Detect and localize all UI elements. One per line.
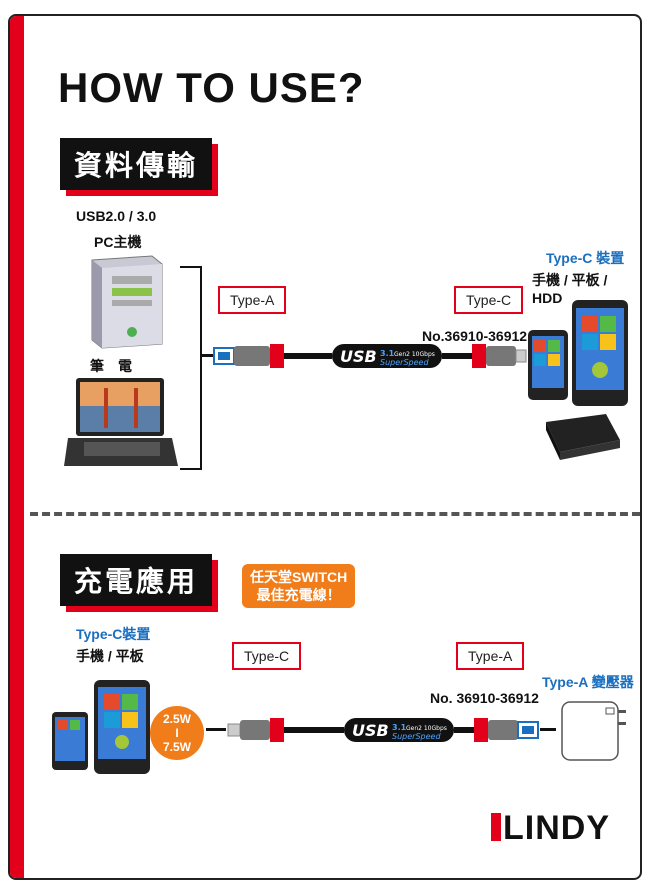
charge-type-a-label: Type-A <box>456 642 525 670</box>
bracket-connector <box>200 354 218 357</box>
switch-badge: 任天堂SWITCH 最佳充電線！ <box>242 564 356 608</box>
charge-usb-cable: USB 3.1 Gen2 10Gbps SuperSpeed <box>206 718 556 742</box>
type-c-label: Type-C <box>454 286 524 314</box>
page-title: HOW TO USE? <box>58 64 365 111</box>
charge-model-number: No. 36910-36912 <box>430 690 539 706</box>
charge-cable-gen: Gen2 10Gbps <box>406 725 447 732</box>
model-number: No.36910-36912 <box>422 328 528 344</box>
charge-device-subtitle: 手機 / 平板 <box>76 648 144 664</box>
lindy-text: LINDY <box>503 809 610 847</box>
usb-cable: USB 3.1 Gen2 10Gbps SuperSpeed <box>213 344 527 368</box>
switch-badge-line1: 任天堂SWITCH <box>250 569 348 585</box>
pc-tower-icon <box>91 255 163 349</box>
charge-cable-usb-text: USB <box>352 721 389 740</box>
cable-version: 3.1 <box>380 349 395 358</box>
section-banner-charging: 充電應用 <box>60 554 213 606</box>
switch-badge-line2: 最佳充電線！ <box>256 587 341 603</box>
cable-usb-text: USB <box>340 347 377 366</box>
source-bracket <box>180 266 202 470</box>
host-label: USB2.0 / 3.0 <box>76 208 157 224</box>
power-sep: I <box>175 726 179 740</box>
section-banner-data-transfer: 資料傳輸 <box>60 138 213 190</box>
red-side-bar <box>10 16 24 878</box>
charge-cable-version: 3.1 <box>392 723 407 732</box>
device-subtitle: 手機 / 平板 / HDD <box>532 272 608 306</box>
pc-label: PC主機 <box>94 234 142 250</box>
lindy-logo: LINDY <box>491 809 610 848</box>
adapter-label: Type-A 變壓器 <box>542 674 634 690</box>
cable-gen: Gen2 10Gbps <box>394 351 435 358</box>
page-frame: HOW TO USE? 資料傳輸 USB2.0 / 3.0 PC主機 筆 電 T… <box>8 14 642 880</box>
device-title: Type-C 裝置 <box>546 250 625 266</box>
laptop-icon <box>64 378 178 466</box>
charge-type-c-label: Type-C <box>232 642 302 670</box>
adapter-icon <box>561 701 626 761</box>
section-divider <box>30 512 640 516</box>
charge-cable-speed: SuperSpeed <box>392 732 441 741</box>
type-a-label: Type-A <box>218 286 287 314</box>
hdd-icon <box>546 414 620 460</box>
charge-tablet-icon <box>94 680 150 774</box>
lindy-red-mark <box>491 813 501 841</box>
notebook-label: 筆 電 <box>90 358 132 374</box>
tablet-icon <box>572 300 628 406</box>
phone-icon <box>528 330 568 400</box>
charge-device-title: Type-C裝置 <box>76 626 151 642</box>
charge-phone-icon <box>52 712 88 770</box>
power-badge: 2.5W I 7.5W <box>150 706 204 760</box>
power-min: 2.5W <box>162 712 191 726</box>
cable-speed: SuperSpeed <box>380 358 429 367</box>
power-max: 7.5W <box>162 740 191 754</box>
